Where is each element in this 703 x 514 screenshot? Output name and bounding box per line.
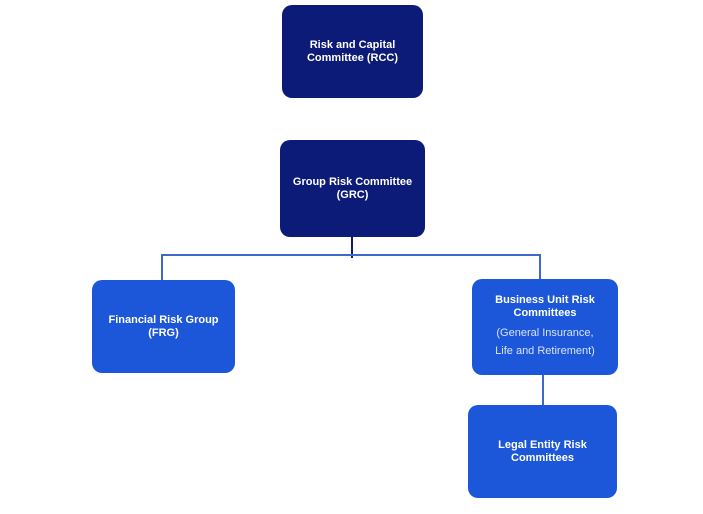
node-label-line: (FRG)	[148, 326, 179, 339]
node-label-line: Committees	[511, 451, 574, 464]
node-business-unit-risk-committees: Business Unit Risk Committees (General I…	[472, 279, 618, 375]
node-label-line: Financial Risk Group	[108, 313, 219, 326]
node-sublabel-line: (General Insurance,	[496, 327, 594, 339]
connector-drop-to-frg	[161, 254, 163, 280]
node-label-line: Risk and Capital	[309, 38, 396, 51]
node-label-line: Committee (RCC)	[306, 51, 399, 64]
node-sublabel-line: Life and Retirement)	[495, 345, 595, 357]
connector-drop-to-bu	[539, 254, 541, 279]
connector-bu-to-legal	[542, 375, 544, 405]
node-sublabel: (General Insurance, Life and Retirement)	[495, 324, 595, 360]
node-label-line: (GRC)	[336, 188, 369, 201]
node-label-line: Committees	[513, 307, 577, 319]
node-label-line: Legal Entity Risk	[498, 438, 587, 451]
node-risk-and-capital-committee: Risk and Capital Committee (RCC)	[282, 5, 423, 98]
node-financial-risk-group: Financial Risk Group (FRG)	[92, 280, 235, 373]
node-legal-entity-risk-committees: Legal Entity Risk Committees	[468, 405, 617, 498]
connector-horizontal-bar	[161, 254, 541, 256]
connector-grc-stub	[351, 237, 353, 258]
node-label-line: Business Unit Risk	[495, 294, 595, 306]
node-label-line: Group Risk Committee	[292, 175, 413, 188]
node-group-risk-committee: Group Risk Committee (GRC)	[280, 140, 425, 237]
